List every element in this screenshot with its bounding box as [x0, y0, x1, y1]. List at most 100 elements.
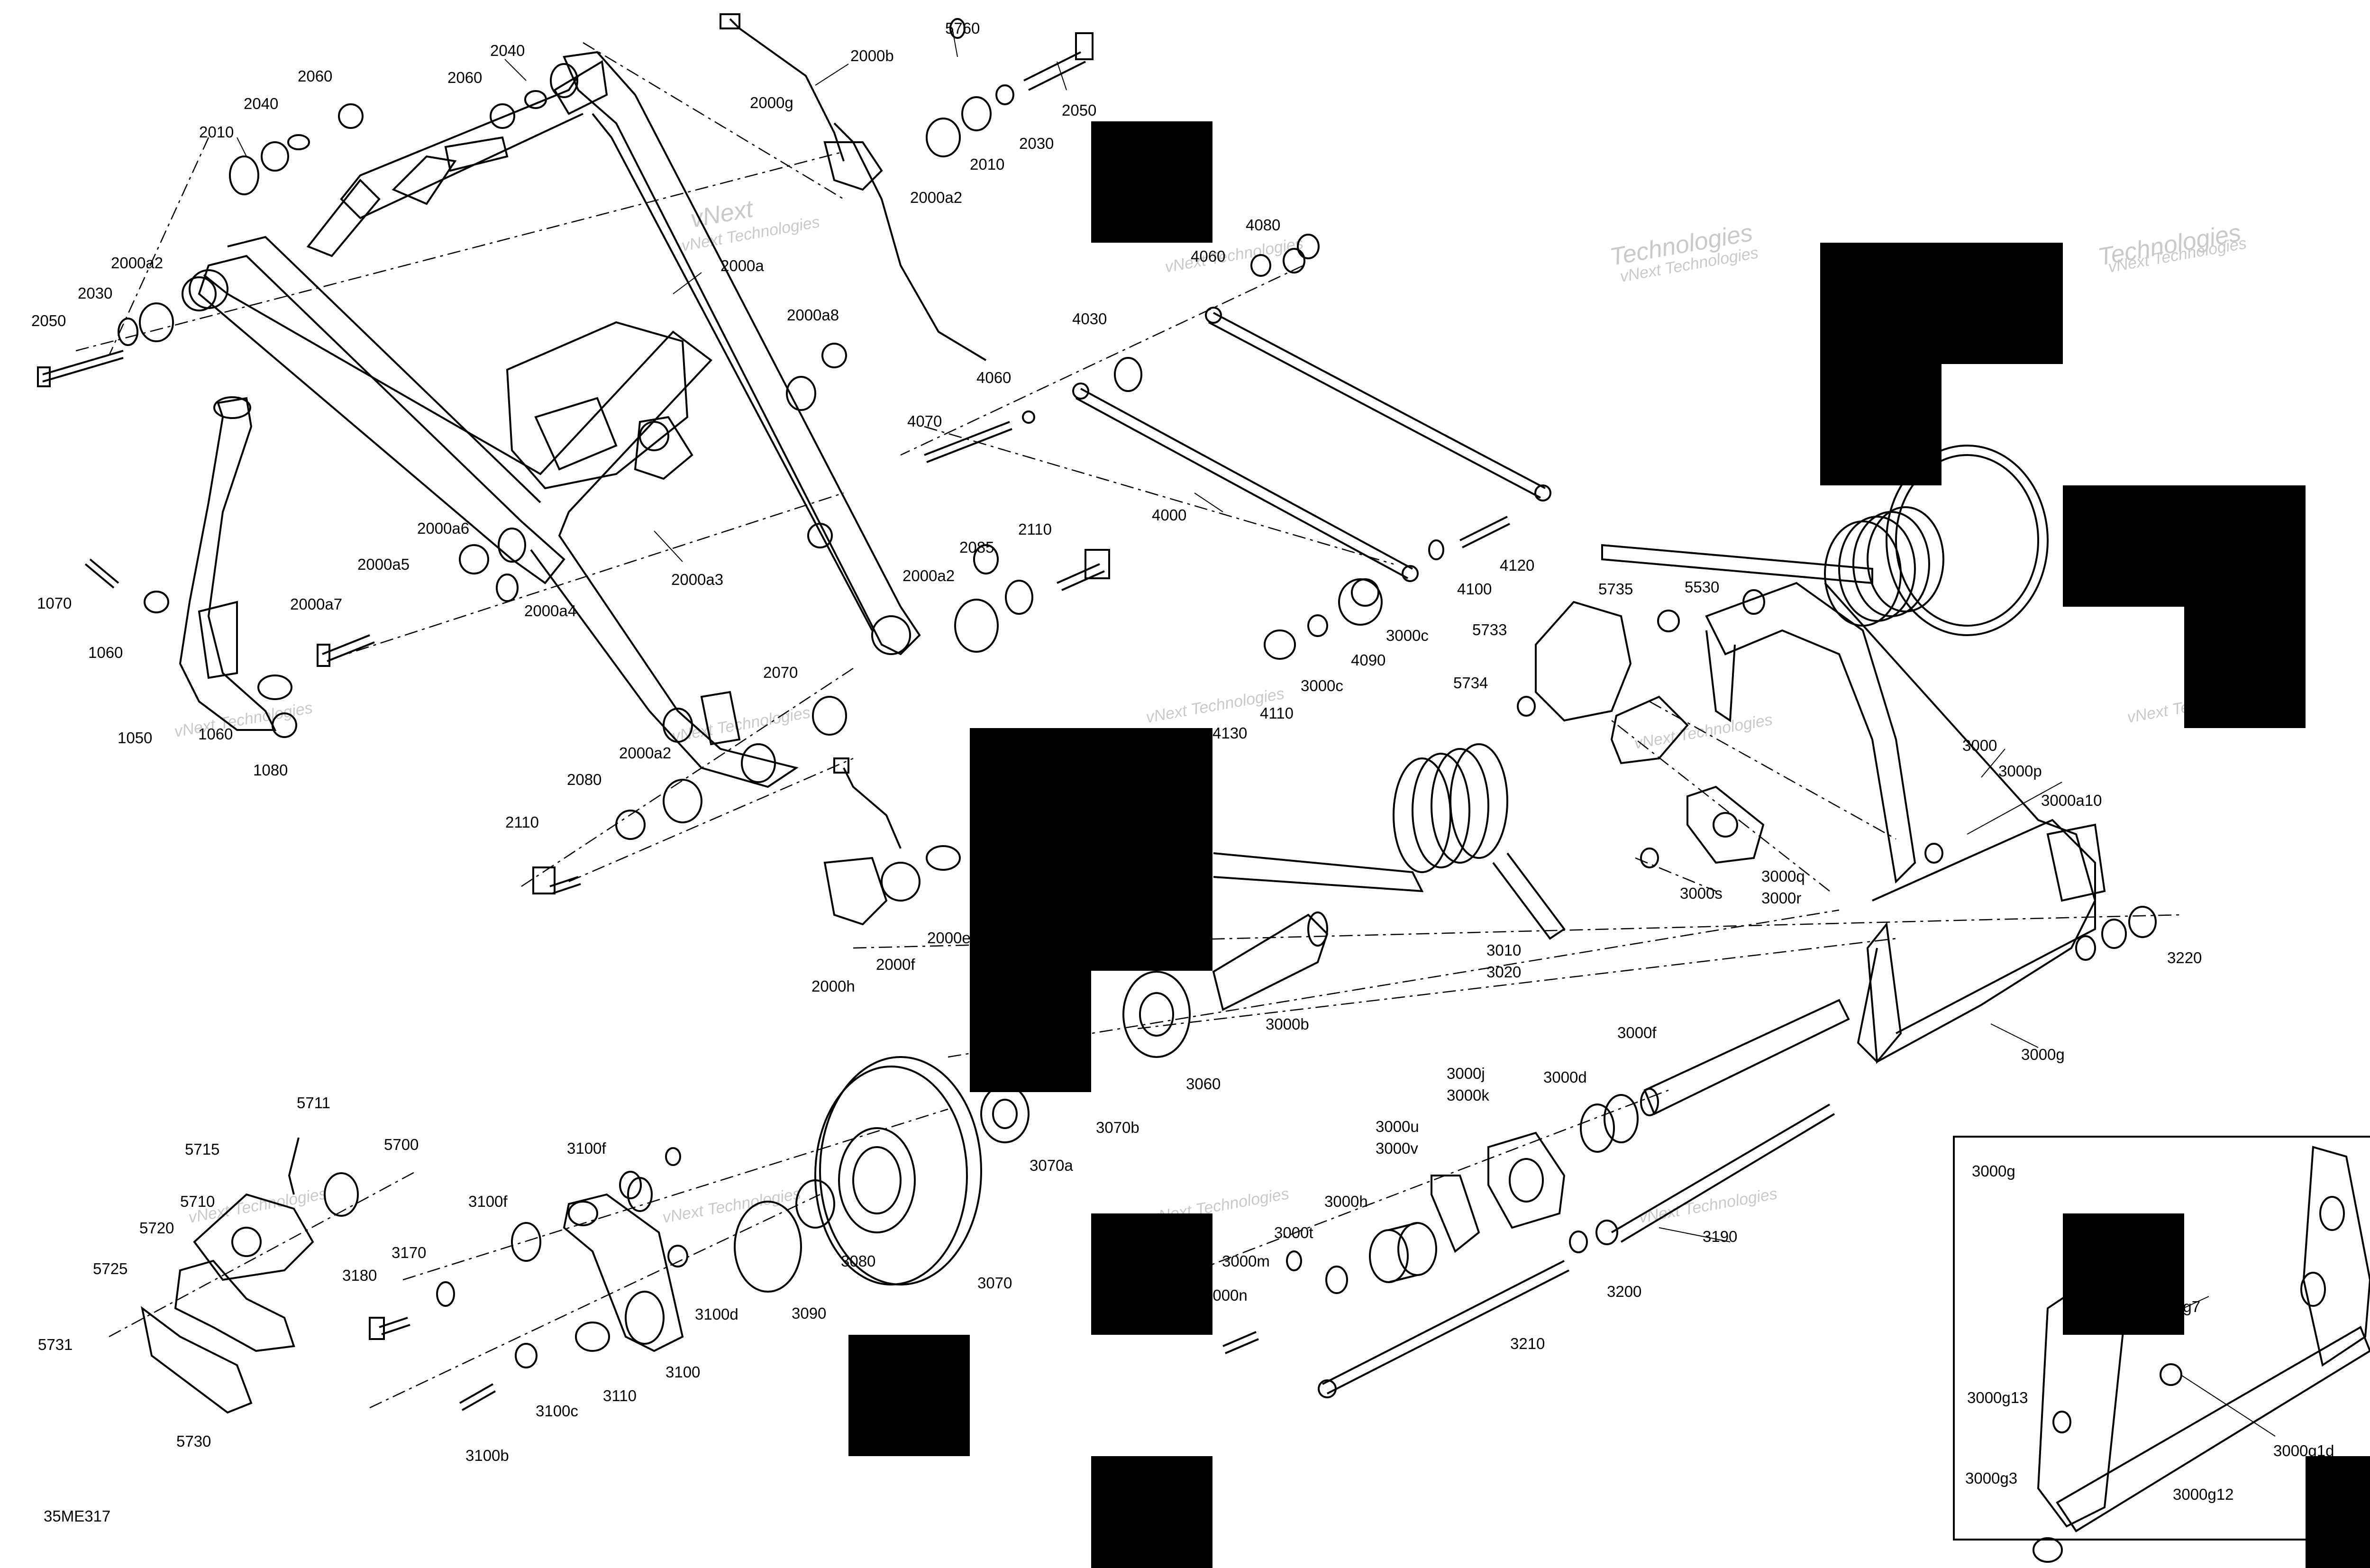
part-label: 3000g — [2021, 1046, 2065, 1063]
part-label: 3000d — [1543, 1068, 1587, 1086]
part-label: 2040 — [244, 95, 278, 112]
part-label: 2000a5 — [357, 556, 410, 573]
redaction-block — [848, 1335, 970, 1456]
sensor-2000f — [823, 757, 961, 926]
part-label: 3000s — [1680, 884, 1723, 902]
part-label: 3200 — [1607, 1283, 1641, 1300]
part-label: 3090 — [792, 1304, 826, 1322]
redaction-block — [1091, 1456, 1212, 1568]
assembly-center-lines — [75, 42, 2181, 1409]
sensor-2000b — [720, 13, 987, 361]
hardware-bolts — [37, 32, 1510, 1411]
redaction-block — [2184, 607, 2306, 728]
part-label: 3180 — [342, 1267, 377, 1284]
diagram-code: 35ME317 — [44, 1507, 110, 1525]
part-label: 2000a2 — [619, 744, 671, 762]
part-label: 4070 — [907, 412, 942, 430]
part-label: 3000g13 — [1967, 1389, 2028, 1406]
part-label: 3190 — [1703, 1228, 1737, 1245]
part-label: 5735 — [1598, 580, 1633, 598]
bearing-3060 — [1122, 971, 1191, 1058]
part-label: 2010 — [199, 123, 234, 141]
part-label: 3170 — [392, 1244, 426, 1261]
part-label: 3110 — [603, 1387, 637, 1404]
tube-3000f — [1640, 999, 1850, 1116]
part-label: 3000u — [1376, 1118, 1419, 1135]
part-label: 2070 — [763, 664, 798, 681]
inset-frame — [1953, 1136, 2370, 1541]
part-label: 3000p — [1998, 762, 2042, 780]
part-label: 4130 — [1212, 724, 1247, 742]
part-label: 2000a6 — [417, 520, 469, 537]
part-label: 3070 — [977, 1274, 1012, 1292]
redaction-blocks — [848, 121, 2370, 1568]
part-label: 3000q — [1761, 867, 1805, 885]
part-label: 3000h — [1324, 1193, 1368, 1210]
leader-lines — [237, 30, 2276, 1437]
part-label: 3000g12 — [2173, 1486, 2233, 1503]
part-label: 5734 — [1453, 674, 1488, 692]
redaction-block — [970, 728, 1212, 971]
part-label: 1080 — [253, 761, 288, 779]
part-label: 3000k — [1447, 1086, 1489, 1104]
part-label: 2000a2 — [111, 254, 163, 272]
part-label: 5733 — [1472, 621, 1507, 638]
part-label: 2110 — [1018, 520, 1052, 538]
part-label: 2050 — [31, 312, 66, 329]
part-label: 3000 — [1962, 737, 1997, 754]
splined-hub — [1610, 695, 1689, 765]
part-label: 3100b — [465, 1447, 509, 1464]
part-label: 3070a — [1030, 1157, 1073, 1174]
part-label: 5725 — [93, 1260, 128, 1277]
part-label: 3020 — [1486, 963, 1521, 981]
part-label: 1050 — [118, 729, 152, 747]
sensor-3000q — [1686, 785, 1765, 864]
part-label: 1060 — [88, 644, 123, 661]
sensor-assembly-5700 — [141, 1137, 359, 1414]
part-label: 4100 — [1457, 580, 1492, 598]
part-label: 4030 — [1072, 310, 1107, 328]
part-label: 5730 — [176, 1432, 211, 1450]
part-label: 2000a2 — [910, 189, 962, 206]
part-label: 1060 — [198, 725, 233, 743]
rod-3210 — [1318, 1260, 1569, 1398]
main-frame-arm — [182, 51, 921, 788]
tube-3000b — [1212, 912, 1329, 1011]
part-label: 3000m — [1222, 1252, 1270, 1270]
rear-frame — [1601, 544, 2106, 1065]
part-label: 3070b — [1096, 1119, 1139, 1136]
part-label: 3000b — [1266, 1015, 1309, 1033]
redaction-block — [1091, 121, 1212, 243]
part-label: 2000a8 — [787, 306, 839, 324]
part-label: 5711 — [297, 1094, 330, 1112]
part-label: 3100c — [536, 1402, 578, 1420]
part-label: 4000 — [1152, 506, 1186, 524]
part-label: 5760 — [945, 19, 980, 37]
part-label: 3000c — [1301, 677, 1343, 694]
part-label: 4080 — [1246, 216, 1280, 234]
redaction-block — [1091, 1213, 1212, 1335]
part-label: 3000t — [1274, 1224, 1313, 1241]
part-label: 3000f — [1617, 1024, 1657, 1041]
part-label: 2000g — [750, 94, 793, 111]
part-label: 5530 — [1685, 578, 1719, 596]
part-label: 3000r — [1761, 889, 1801, 907]
part-label: 5710 — [180, 1193, 215, 1210]
part-label: 2000a2 — [902, 567, 955, 584]
part-label: 3010 — [1486, 941, 1521, 959]
plate-3000u — [1431, 1175, 1480, 1253]
inset-3000g: 3000g — [1953, 1136, 2370, 1563]
part-label: 3000j — [1447, 1065, 1485, 1082]
part-labels: 2000b 5760 2050 2040 2060 2060 2040 2010… — [31, 19, 2334, 1503]
part-label: 3000a10 — [2041, 792, 2102, 809]
bracket-3000j — [1487, 1131, 1566, 1229]
brake-pedal-lever — [179, 396, 277, 731]
redaction-block — [1820, 243, 2063, 364]
part-label: 2080 — [567, 771, 602, 788]
redaction-block — [2306, 1456, 2370, 1568]
washer-3070a — [980, 1085, 1030, 1143]
part-label: 2000a3 — [671, 571, 723, 588]
tie-rods — [1072, 307, 1551, 582]
part-label: 2030 — [1019, 135, 1054, 152]
part-label: 5700 — [384, 1136, 419, 1153]
